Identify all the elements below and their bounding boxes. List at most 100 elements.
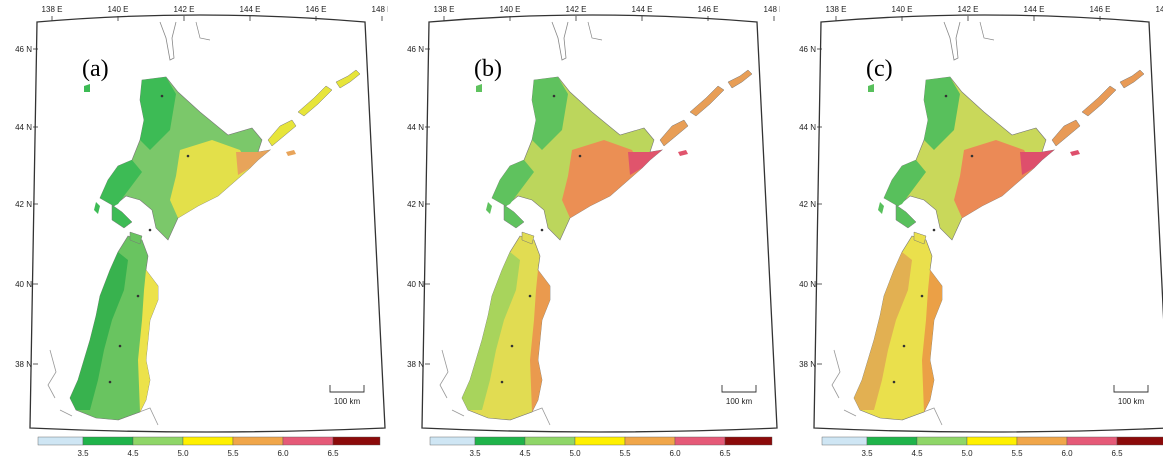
legend-tick: 5.0: [177, 449, 189, 458]
svg-text:100 km: 100 km: [334, 397, 361, 406]
legend-swatch: [724, 436, 773, 446]
legend-tick: 6.5: [719, 449, 731, 458]
lon-label: 140 E: [108, 5, 129, 14]
legend-swatch: [474, 436, 526, 446]
legend-swatch: [524, 436, 576, 446]
legend-swatch: [624, 436, 676, 446]
legend-swatch: [282, 436, 334, 446]
legend-swatch: [82, 436, 134, 446]
hokkaido-region: [84, 76, 272, 241]
panel-label: (a): [82, 56, 109, 82]
lon-label: 148 E: [1156, 5, 1163, 14]
sakhalin-coastline: [943, 21, 961, 61]
lat-label: 40 N: [799, 280, 816, 289]
kuril-islands: [1051, 69, 1145, 156]
lon-label: 148 E: [764, 5, 780, 14]
lon-label: 144 E: [632, 5, 653, 14]
legend-tick: 5.5: [227, 449, 239, 458]
legend-swatch: [429, 436, 476, 446]
lon-label: 138 E: [434, 5, 455, 14]
color-legend: 3.5 4.5 5.0 5.5 6.0 6.5: [429, 436, 773, 458]
legend-swatch: [37, 436, 84, 446]
legend-swatch: [1116, 436, 1163, 446]
panel-label: (b): [474, 56, 502, 82]
lat-label: 46 N: [15, 45, 32, 54]
legend-tick: 5.0: [569, 449, 581, 458]
legend-swatch: [132, 436, 184, 446]
lon-label: 146 E: [698, 5, 719, 14]
lon-label: 146 E: [306, 5, 327, 14]
lon-label: 142 E: [174, 5, 195, 14]
svg-text:100 km: 100 km: [726, 397, 753, 406]
sakhalin-coastline: [159, 21, 177, 61]
legend-swatch: [916, 436, 968, 446]
legend-tick: 5.5: [619, 449, 631, 458]
hokkaido-region: [476, 76, 664, 241]
lon-label: 138 E: [826, 5, 847, 14]
legend-tick: 3.5: [861, 449, 873, 458]
legend-swatch: [1066, 436, 1118, 446]
legend-swatch: [821, 436, 868, 446]
legend-swatch: [574, 436, 626, 446]
map-panel-b: 138 E 140 E 142 E 144 E 146 E 148 E 46 N 44 N 42…: [392, 0, 780, 459]
legend-tick: 4.5: [127, 449, 139, 458]
legend-tick: 6.5: [327, 449, 339, 458]
legend-tick: 4.5: [519, 449, 531, 458]
lat-label: 40 N: [407, 280, 424, 289]
lat-label: 38 N: [407, 360, 424, 369]
scale-bar: 100 km: [329, 385, 365, 406]
lat-label: 44 N: [407, 123, 424, 132]
color-legend: 3.5 4.5 5.0 5.5 6.0 6.5: [37, 436, 381, 458]
lat-label: 42 N: [799, 200, 816, 209]
legend-swatch: [1016, 436, 1068, 446]
legend-tick: 5.0: [961, 449, 973, 458]
lon-label: 144 E: [1024, 5, 1045, 14]
lon-label: 140 E: [892, 5, 913, 14]
legend-swatch: [966, 436, 1018, 446]
legend-swatch: [332, 436, 381, 446]
legend-swatch: [866, 436, 918, 446]
lat-label: 46 N: [799, 45, 816, 54]
scale-bar: 100 km: [1113, 385, 1149, 406]
hokkaido-region: [868, 76, 1056, 241]
lat-label: 38 N: [15, 360, 32, 369]
legend-tick: 6.0: [277, 449, 289, 458]
sakhalin-coastline: [551, 21, 569, 61]
legend-tick: 6.0: [1061, 449, 1073, 458]
lat-label: 44 N: [799, 123, 816, 132]
lon-label: 148 E: [372, 5, 388, 14]
lon-label: 144 E: [240, 5, 261, 14]
lat-label: 42 N: [407, 200, 424, 209]
legend-tick: 5.5: [1011, 449, 1023, 458]
tohoku-region: [853, 231, 943, 421]
scale-bar: 100 km: [721, 385, 757, 406]
lon-label: 138 E: [42, 5, 63, 14]
legend-swatch: [674, 436, 726, 446]
lat-label: 44 N: [15, 123, 32, 132]
lon-label: 142 E: [958, 5, 979, 14]
legend-swatch: [232, 436, 284, 446]
lon-label: 142 E: [566, 5, 587, 14]
lat-label: 38 N: [799, 360, 816, 369]
tohoku-region: [69, 231, 159, 421]
tohoku-region: [461, 231, 551, 421]
panel-label: (c): [866, 56, 893, 82]
kuril-islands: [267, 69, 361, 156]
legend-tick: 6.5: [1111, 449, 1123, 458]
map-svg: 138 E 140 E 142 E 144 E 146 E 148 E 46 N 44 N 42…: [407, 5, 780, 458]
kuril-islands: [659, 69, 753, 156]
legend-tick: 6.0: [669, 449, 681, 458]
lat-label: 46 N: [407, 45, 424, 54]
legend-tick: 4.5: [911, 449, 923, 458]
legend-tick: 3.5: [469, 449, 481, 458]
svg-text:100 km: 100 km: [1118, 397, 1145, 406]
lon-label: 146 E: [1090, 5, 1111, 14]
color-legend: 3.5 4.5 5.0 5.5 6.0 6.5: [821, 436, 1163, 458]
lat-label: 40 N: [15, 280, 32, 289]
map-svg: 138 E 140 E 142 E 144 E 146 E 148 E 46 N 44 N 42…: [799, 5, 1163, 458]
legend-swatch: [182, 436, 234, 446]
legend-tick: 3.5: [77, 449, 89, 458]
lon-label: 140 E: [500, 5, 521, 14]
